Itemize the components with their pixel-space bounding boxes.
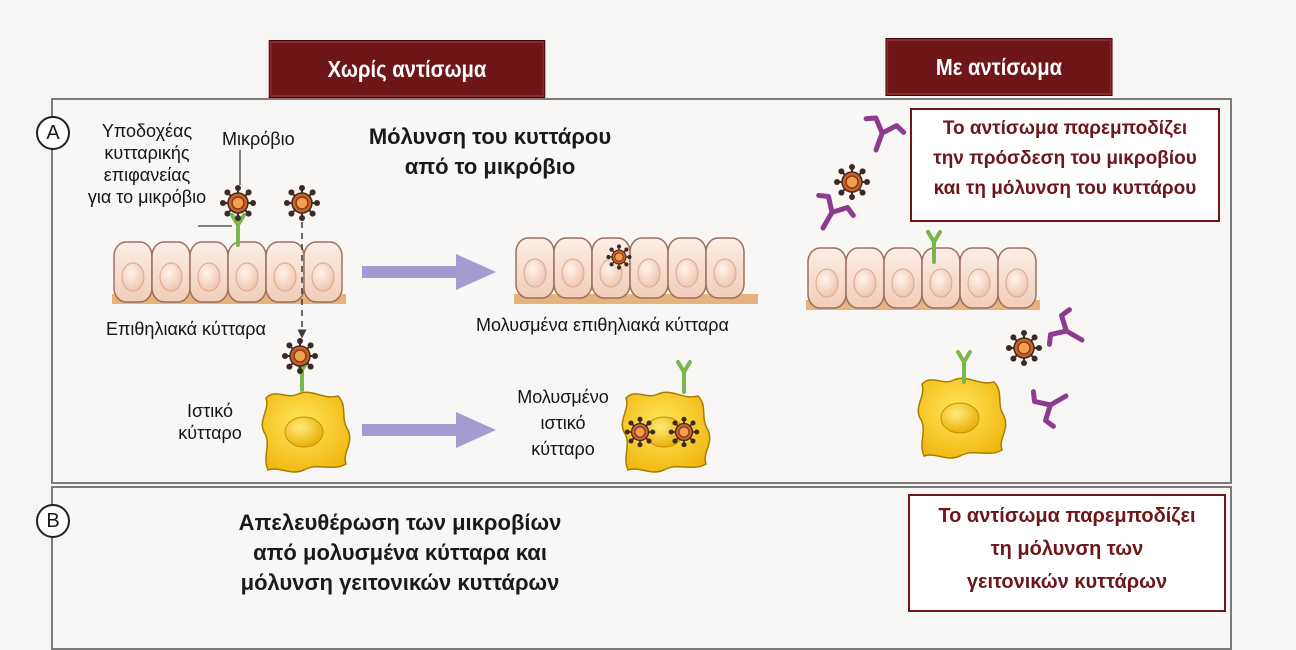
header-with-antibody: Με αντίσωμα bbox=[885, 38, 1113, 96]
panel-a-antibody-note: Το αντίσωμα παρεμποδίζει την πρόσδεση το… bbox=[910, 108, 1220, 222]
receptor-label-line-2: κυτταρικής bbox=[104, 143, 190, 163]
epithelial-row-infected bbox=[514, 237, 758, 304]
panel-a-note-line-1: Το αντίσωμα παρεμποδίζει bbox=[942, 118, 1188, 139]
panel-b-letter: Β bbox=[36, 504, 70, 538]
panel-a-letter: Α bbox=[36, 116, 70, 150]
infected-tissue-label-line-1: Μολυσμένο bbox=[517, 387, 609, 407]
epithelial-row-protected bbox=[806, 247, 1040, 310]
panel-b-note-line-3: γειτονικών κυττάρων bbox=[966, 571, 1168, 593]
receptor-label-line-4: για το μικρόβιο bbox=[87, 187, 207, 207]
epithelial-label: Επιθηλιακά κύτταρα bbox=[106, 319, 266, 339]
epithelial-row-healthy bbox=[112, 241, 346, 304]
receptor-label: Υποδοχέας κυτταρικής επιφανείας για το μ… bbox=[52, 120, 242, 208]
tissue-cell-label-line-1: Ιστικό bbox=[186, 401, 233, 421]
panel-a-title-line-2: από το μικρόβιο bbox=[404, 154, 576, 179]
panel-b-note-line-2: τη μόλυνση των bbox=[990, 538, 1144, 560]
arrow-tissue bbox=[362, 412, 496, 448]
panel-b-title-line-3: μόλυνση γειτονικών κυττάρων bbox=[240, 570, 560, 595]
panel-b-antibody-note: Το αντίσωμα παρεμποδίζει τη μόλυνση των … bbox=[908, 494, 1226, 612]
panel-a-title: Μόλυνση του κυττάρου από το μικρόβιο bbox=[350, 122, 630, 182]
panel-a-note-line-3: και τη μόλυνση του κυττάρου bbox=[933, 178, 1197, 199]
panel-b-title-line-1: Απελευθέρωση των μικροβίων bbox=[238, 510, 562, 535]
panel-b-title-line-2: από μολυσμένα κύτταρα και bbox=[253, 540, 547, 565]
tissue-cell-label-line-2: κύτταρο bbox=[178, 423, 242, 443]
header-without-antibody: Χωρίς αντίσωμα bbox=[268, 40, 546, 98]
receptor-label-line-3: επιφανείας bbox=[103, 165, 191, 185]
infected-tissue-label-line-3: κύτταρο bbox=[531, 439, 595, 459]
panel-a-note-line-2: την πρόσδεση του μικροβίου bbox=[933, 148, 1197, 169]
receptor-label-line-1: Υποδοχέας bbox=[101, 121, 193, 141]
infected-tissue-label: Μολυσμένο ιστικό κύτταρο bbox=[508, 384, 618, 462]
infected-tissue-label-line-2: ιστικό bbox=[540, 413, 586, 433]
panel-a-title-line-1: Μόλυνση του κυττάρου bbox=[368, 124, 612, 149]
panel-b-title: Απελευθέρωση των μικροβίων από μολυσμένα… bbox=[200, 508, 600, 598]
infected-epithelial-label: Μολυσμένα επιθηλιακά κύτταρα bbox=[476, 315, 729, 335]
diagram-artwork bbox=[112, 0, 1296, 473]
microbe-label: Μικρόβιο bbox=[222, 129, 295, 149]
arrow-epithelial bbox=[362, 254, 496, 290]
panel-b-note-line-1: Το αντίσωμα παρεμποδίζει bbox=[938, 505, 1196, 527]
tissue-cell-label: Ιστικό κύτταρο bbox=[170, 400, 250, 444]
